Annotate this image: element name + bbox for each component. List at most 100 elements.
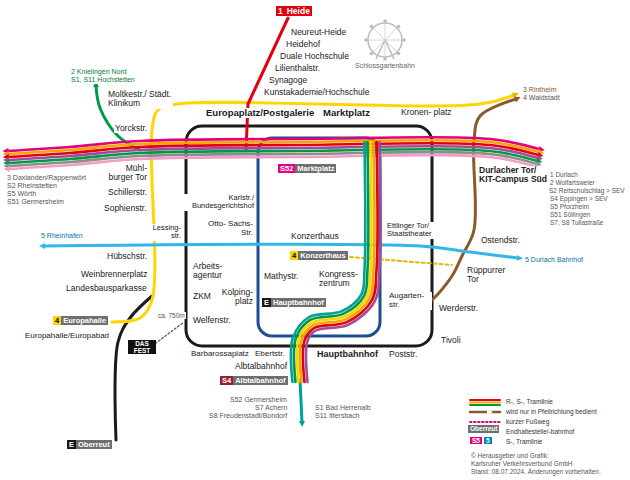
station-label: Kolping- platz (212, 288, 254, 307)
station-label: Landesbausparkasse (65, 284, 148, 293)
destination-label: 3 Daxlanden/Rappenwört (6, 174, 87, 182)
destination-label: S7, S8 Tullastraße (549, 219, 604, 226)
terminus-name: Oberreut (468, 425, 499, 433)
legend-sample (470, 402, 500, 404)
direction-arrow (39, 243, 45, 249)
destination-label: 4 Waldstadt (522, 94, 561, 102)
terminus-name: Hauptbahnhof (271, 298, 326, 307)
station-label: Lessing- str. (148, 224, 182, 241)
destination-label: S1 Bad Herrenalb (314, 404, 372, 412)
terminus-box: 4Europahalle (53, 316, 108, 325)
destination-label: 3 Rintheim (522, 86, 557, 94)
destination-label: S11 Ittersbach (314, 412, 361, 420)
distance-label: ca. 750m (157, 312, 186, 319)
station-label: Kronen- platz (400, 108, 453, 117)
credit-text: Stand: 08.07.2024. Änderungen vorbehalte… (470, 468, 602, 475)
legend-text: S-, Tramlinie (506, 438, 542, 445)
credit-text: Karlsruher Verkehrsverbund GmbH (470, 460, 574, 467)
direction-arrow (487, 409, 493, 415)
station-label: Yorckstr. (114, 124, 148, 133)
legend-text: wird nur in Pfeilrichtung bedient (506, 408, 597, 415)
line-badge: E (67, 440, 76, 449)
station-label: Karlstr./ Bundesgerichtshof (181, 194, 255, 211)
destination-label: S4 Eppingen > SEV (549, 195, 609, 202)
tram-line (294, 142, 368, 382)
station-label: Marktplatz (322, 108, 371, 118)
station-label: Augarten- str. (388, 292, 432, 310)
line-badge: 4 (53, 316, 61, 325)
terminus-box: 4Konzerthaus (290, 251, 348, 260)
terminus-box: S4Albtalbahnhof (220, 376, 288, 385)
destination-label: 2 Knielingen Nord (70, 68, 128, 76)
legend-sample (470, 404, 500, 406)
station-label: Werderstr. (438, 304, 479, 313)
station-label: Kunstakademie/Hochschule (263, 88, 370, 97)
station-label: Arbeits- agentur (192, 262, 234, 281)
station-label: Duale Hochschule (279, 52, 350, 61)
direction-arrow (517, 255, 524, 262)
legend-text: R-, S-, Tramlinie (506, 398, 553, 405)
line-badge: S4 (220, 376, 233, 385)
station-label: Neureut-Heide (290, 28, 347, 37)
destination-label: S51 Germersheim (6, 198, 65, 206)
station-label: Europahalle/Europabad (24, 332, 110, 341)
destination-label: 5 Durlach Bahnhof (524, 256, 584, 264)
direction-arrow (299, 421, 305, 427)
terminus-name: Konzerthaus (298, 251, 347, 260)
destination-label: S2 Rheinstetten (6, 182, 58, 190)
destination-label: S5 Wörth (6, 190, 37, 198)
tram-line (297, 142, 371, 382)
station-label: Hauptbahnhof (316, 350, 379, 360)
station-label: Welfenstr. (192, 316, 232, 325)
terminus-name: Europahalle (61, 316, 108, 325)
terminus-box: 1Heide (276, 6, 312, 16)
line-badge: 5 (484, 437, 492, 444)
tram-line (9, 155, 537, 169)
legend-terminus-box: Oberreut (468, 425, 499, 433)
terminus-name: Marktplatz (295, 164, 336, 173)
tram-line (300, 380, 302, 422)
line-badge: 4 (290, 251, 298, 260)
destination-label: S2 Reitschulschlag > SEV (548, 187, 626, 194)
station-label: Lilienthalstr. (274, 64, 321, 73)
station-label: Ostendstr. (480, 236, 521, 245)
station-label: Ebertstr. (254, 350, 286, 359)
terminus-box: S52Marktplatz (278, 164, 336, 173)
tram-line (432, 99, 516, 300)
line-badge: S52 (278, 164, 295, 173)
station-label: Poststr. (388, 350, 418, 359)
station-label: Synagoge (268, 76, 308, 85)
destination-label: S52 Germersheim (229, 396, 288, 404)
station-label: Mathystr. (263, 272, 299, 281)
station-label: Barbarossaplatz (190, 350, 250, 359)
destination-label: S7 Achern (254, 404, 288, 412)
direction-arrow (514, 94, 522, 102)
station-label: Rüppurrer Tor (466, 266, 516, 285)
station-label: Tivoli (440, 336, 462, 345)
terminus-name: Albtalbahnhof (233, 376, 287, 385)
station-label: ZKM (192, 292, 212, 301)
attraction-label: Schlossgartenbahn (354, 62, 416, 70)
terminus-name: Heide (285, 6, 312, 16)
tram-line (112, 95, 514, 322)
line-badge: S5 (470, 437, 482, 444)
destination-label: 5 Rheinhafen (40, 232, 84, 240)
terminus-box: EHauptbahnhof (262, 298, 326, 307)
destination-label: S1, S11 Hochstetten (70, 76, 136, 84)
destination-label: S5 Pforzheim (549, 203, 590, 210)
walk-line (152, 322, 184, 346)
tram-line (115, 296, 152, 440)
tram-ring (258, 138, 380, 336)
legend-sample (470, 421, 500, 423)
destination-label: 1 Durlach (549, 171, 579, 178)
ferris-wheel-icon (364, 19, 406, 61)
station-label: Otto- Sachs-Str. (204, 220, 254, 238)
legend-sample (470, 411, 500, 414)
station-label: Moltkestr./ Städt. Klinikum (107, 90, 173, 109)
station-label: Hübschstr. (106, 252, 148, 261)
station-label: Heidehof (285, 40, 321, 49)
terminus-box: EOberreut (67, 440, 112, 449)
station-label: Ettlinger Tor/ Staatstheater (386, 222, 438, 239)
line-badge: 1 (276, 6, 285, 16)
